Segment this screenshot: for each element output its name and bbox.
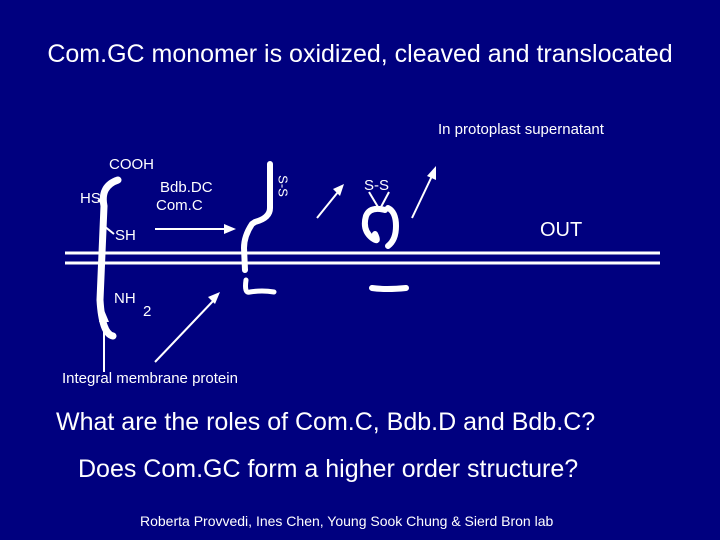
ss-bracket-left — [368, 191, 379, 208]
diag-arrow-2-head — [333, 184, 344, 196]
diag-arrow-1-shaft — [154, 299, 215, 363]
credit-line: Roberta Provvedi, Ines Chen, Young Sook … — [140, 513, 554, 529]
comc-label: Com.C — [156, 197, 203, 214]
nh-label: NH — [114, 290, 136, 307]
question-structure: Does Com.GC form a higher order structur… — [78, 455, 579, 483]
sh-label: SH — [115, 227, 136, 244]
oxidized-monomer-foot — [243, 277, 277, 295]
diag-arrow-1-head — [208, 292, 220, 304]
cooh-label: COOH — [109, 156, 154, 173]
supernatant-label: In protoplast supernatant — [438, 121, 604, 138]
bdbdc-label: Bdb.DC — [160, 179, 213, 196]
slide-title: Com.GC monomer is oxidized, cleaved and … — [47, 40, 673, 68]
out-arrow-head — [427, 166, 436, 180]
ss-rotated-label: S-S — [275, 175, 291, 197]
diag-arrow-2-shaft — [316, 191, 339, 219]
ss-right-label: S-S — [364, 177, 390, 194]
sh-connector — [103, 225, 115, 235]
cleaved-structure — [361, 205, 400, 249]
hs-connector — [97, 199, 107, 207]
bdbdc-arrow-head — [224, 224, 236, 234]
cleaved-fragment — [369, 285, 409, 292]
arrow-up-head — [99, 310, 109, 322]
hs-label: HS — [80, 190, 101, 207]
oxidized-monomer — [240, 161, 273, 273]
ss-bracket-right — [380, 191, 390, 208]
out-arrow-shaft — [411, 175, 433, 219]
comgc-monomer — [96, 176, 122, 340]
nh-subscript: 2 — [143, 303, 152, 320]
out-label: OUT — [540, 219, 583, 241]
question-roles: What are the roles of Com.C, Bdb.D and B… — [56, 408, 596, 436]
membrane-protein-label: Integral membrane protein — [62, 370, 238, 387]
